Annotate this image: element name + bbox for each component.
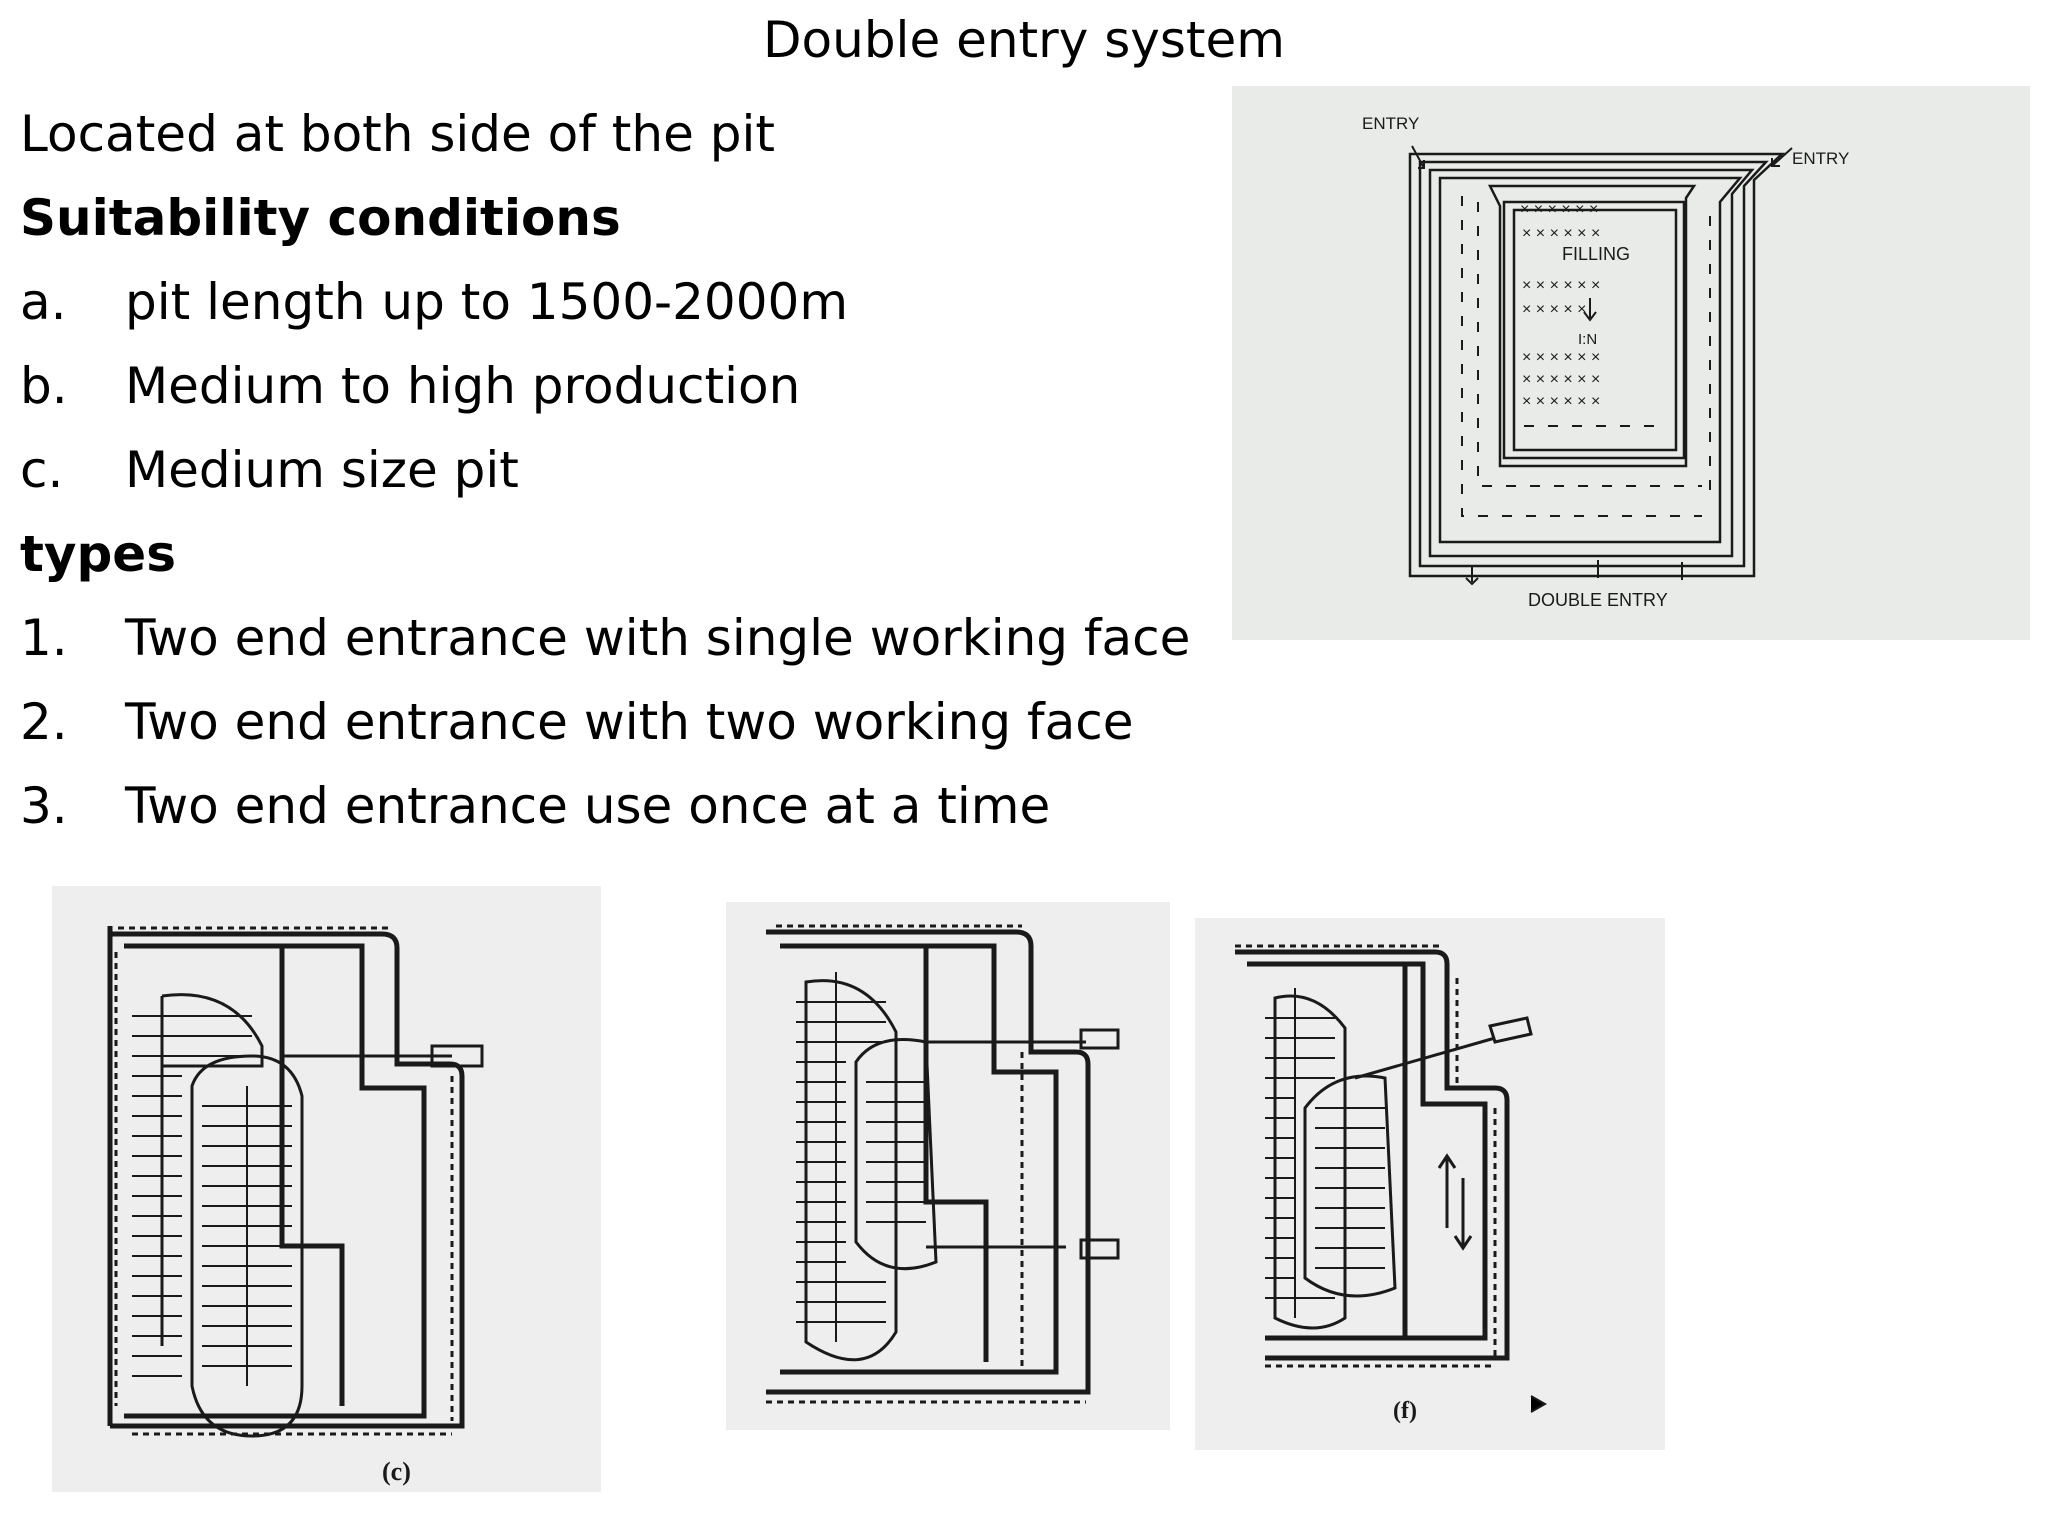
type-item: 1. Two end entrance with single working f… (20, 606, 1190, 670)
condition-text: Medium to high production (125, 357, 801, 415)
double-entry-diagram: × × × × × × × × × × × × × × × × × × × × … (1232, 86, 2030, 640)
svg-text:× × × × × ×: × × × × × × (1522, 225, 1600, 242)
types-heading: types (20, 525, 176, 583)
in-label: I:N (1578, 331, 1597, 348)
caption-c: (c) (382, 1457, 411, 1486)
pit-diagram-middle (726, 902, 1170, 1430)
list-marker: 2. (20, 693, 68, 751)
svg-text:× × × × ×: × × × × × (1522, 301, 1587, 318)
caption-f: (f) (1393, 1398, 1417, 1424)
entry-label-right: ENTRY (1792, 149, 1849, 168)
double-entry-caption: DOUBLE ENTRY (1528, 590, 1668, 610)
svg-text:× × × × × ×: × × × × × × (1522, 277, 1600, 294)
type-item: 3. Two end entrance use once at a time (20, 774, 1050, 838)
list-marker: b. (20, 357, 68, 415)
list-marker: c. (20, 441, 64, 499)
suitability-heading: Suitability conditions (20, 189, 621, 247)
svg-text:× × × × × ×: × × × × × × (1520, 201, 1598, 218)
condition-item: c. Medium size pit (20, 438, 519, 502)
entry-label-left: ENTRY (1362, 114, 1419, 133)
list-marker: a. (20, 273, 67, 331)
condition-item: a. pit length up to 1500-2000m (20, 270, 848, 334)
list-marker: 3. (20, 777, 68, 835)
x-markers: × × × × × × × × × × × × × × × × × × × × … (1520, 201, 1600, 410)
pit-diagram-f: (f) (1195, 918, 1665, 1450)
condition-text: Medium size pit (125, 441, 519, 499)
type-text: Two end entrance use once at a time (125, 777, 1051, 835)
filling-label: FILLING (1562, 244, 1630, 264)
type-item: 2. Two end entrance with two working face (20, 690, 1133, 754)
svg-text:× × × × × ×: × × × × × × (1522, 393, 1600, 410)
list-marker: 1. (20, 609, 68, 667)
pit-diagram-c: (c) (52, 886, 601, 1492)
slide-title: Double entry system (763, 11, 1285, 69)
type-text: Two end entrance with two working face (125, 693, 1134, 751)
svg-text:× × × × × ×: × × × × × × (1522, 371, 1600, 388)
svg-text:× × × × × ×: × × × × × × (1522, 349, 1600, 366)
condition-text: pit length up to 1500-2000m (125, 273, 849, 331)
type-text: Two end entrance with single working fac… (125, 609, 1191, 667)
condition-item: b. Medium to high production (20, 354, 800, 418)
intro-text: Located at both side of the pit (20, 105, 775, 163)
